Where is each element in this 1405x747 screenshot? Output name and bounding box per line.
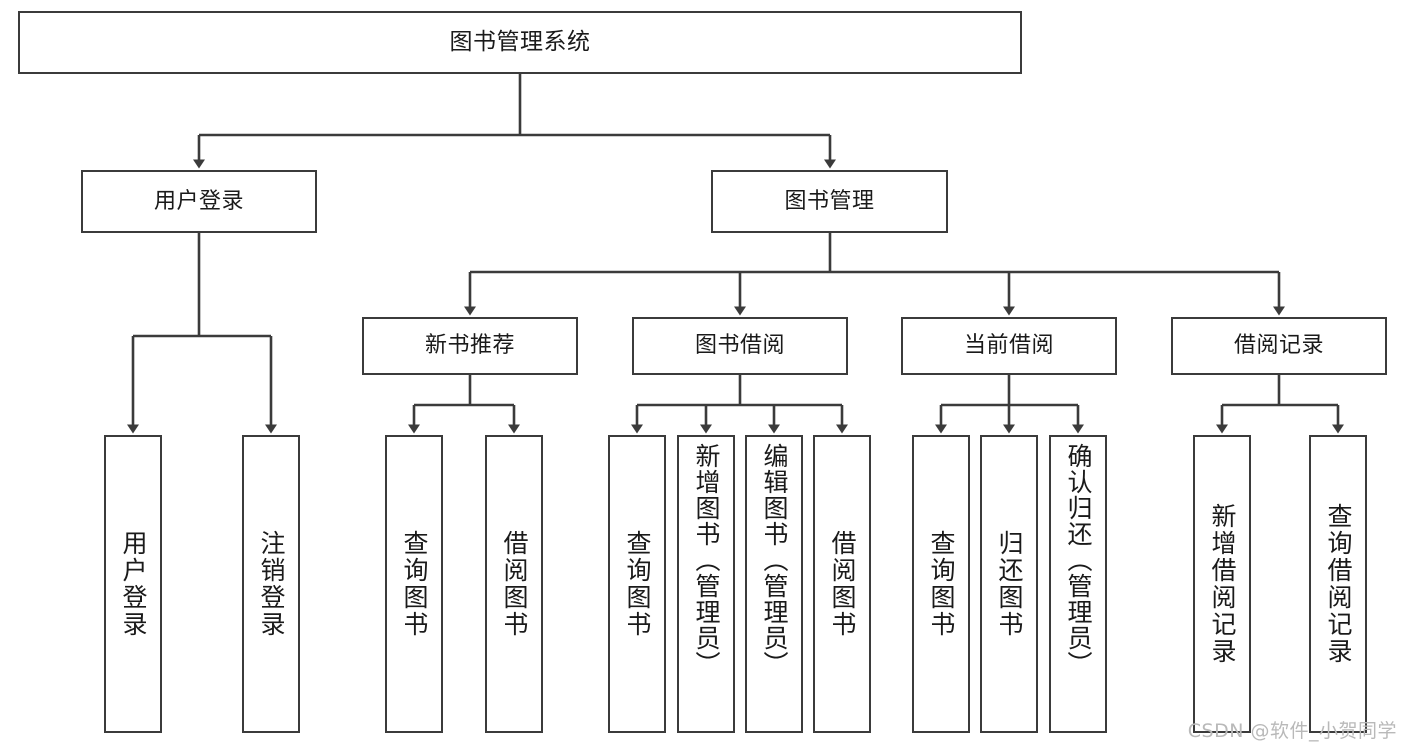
node-label: 新书推荐 (424, 333, 515, 359)
node-borrow-records[interactable]: 借阅记录 (1171, 317, 1387, 375)
node-root-book-management-system[interactable]: 图书管理系统 (18, 11, 1022, 74)
leaf-current-return-books[interactable]: 归还图书 (980, 435, 1038, 733)
node-label: 归还图书 (995, 530, 1024, 638)
node-user-login[interactable]: 用户登录 (81, 170, 317, 233)
node-label: 图书管理系统 (449, 28, 591, 55)
node-label: 借阅图书 (500, 530, 529, 638)
leaf-borrow-add-book-admin[interactable]: 新增图书（管理员） (677, 435, 735, 733)
node-label: 图书管理 (784, 188, 875, 214)
node-book-borrowing[interactable]: 图书借阅 (632, 317, 848, 375)
leaf-current-query-books[interactable]: 查询图书 (912, 435, 970, 733)
leaf-new-book-query-books[interactable]: 查询图书 (385, 435, 443, 733)
leaf-records-add-record[interactable]: 新增借阅记录 (1193, 435, 1251, 733)
node-label: 确认归还（管理员） (1064, 443, 1093, 677)
node-label: 新增借阅记录 (1208, 503, 1237, 665)
node-label: 当前借阅 (963, 333, 1054, 359)
node-label: 注销登录 (257, 530, 286, 638)
node-label: 图书借阅 (694, 333, 785, 359)
node-book-management[interactable]: 图书管理 (711, 170, 948, 233)
node-label: 借阅记录 (1233, 333, 1324, 359)
node-label: 查询图书 (927, 530, 956, 638)
leaf-current-confirm-return-admin[interactable]: 确认归还（管理员） (1049, 435, 1107, 733)
leaf-records-query-record[interactable]: 查询借阅记录 (1309, 435, 1367, 733)
node-label: 查询图书 (623, 530, 652, 638)
leaf-borrow-edit-book-admin[interactable]: 编辑图书（管理员） (745, 435, 803, 733)
leaf-borrow-borrow-books[interactable]: 借阅图书 (813, 435, 871, 733)
leaf-user-login-logout[interactable]: 注销登录 (242, 435, 300, 733)
node-label: 查询借阅记录 (1324, 503, 1353, 665)
leaf-new-book-borrow-books[interactable]: 借阅图书 (485, 435, 543, 733)
node-current-borrowing[interactable]: 当前借阅 (901, 317, 1117, 375)
node-label: 用户登录 (153, 188, 244, 214)
leaf-user-login-login[interactable]: 用户登录 (104, 435, 162, 733)
node-label: 编辑图书（管理员） (760, 443, 789, 677)
node-label: 新增图书（管理员） (692, 443, 721, 677)
leaf-borrow-query-books[interactable]: 查询图书 (608, 435, 666, 733)
node-label: 用户登录 (119, 530, 148, 638)
node-new-book-recommendation[interactable]: 新书推荐 (362, 317, 578, 375)
node-label: 借阅图书 (828, 530, 857, 638)
node-label: 查询图书 (400, 530, 429, 638)
